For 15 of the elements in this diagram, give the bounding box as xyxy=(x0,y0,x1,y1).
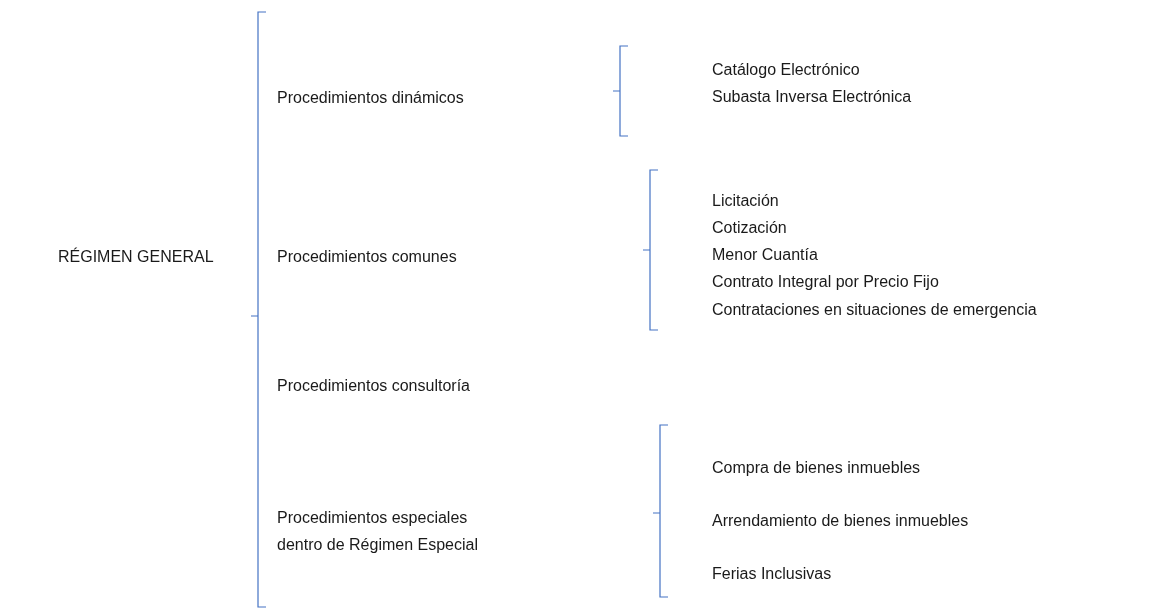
list-item: Procedimientos dinámicos xyxy=(277,88,464,108)
list-item: Compra de bienes inmuebles xyxy=(712,458,921,478)
list-item: Ferias Inclusivas xyxy=(712,564,832,584)
root-heading: RÉGIMEN GENERAL xyxy=(58,246,214,267)
list-item: Procedimientos especiales dentro de Régimen Especial xyxy=(277,508,479,555)
list-item: Subasta Inversa Electrónica xyxy=(712,87,912,107)
list-item: Contrataciones en situaciones de emergencia xyxy=(712,300,1037,320)
list-item: Procedimientos comunes xyxy=(277,247,457,267)
list-item: Arrendamiento de bienes inmuebles xyxy=(712,511,969,531)
list-item: Licitación xyxy=(712,191,779,211)
list-item: Menor Cuantía xyxy=(712,245,818,265)
list-item: Catálogo Electrónico xyxy=(712,60,860,80)
list-item: Cotización xyxy=(712,218,787,238)
list-item: Procedimientos consultoría xyxy=(277,376,470,396)
list-item: Contrato Integral por Precio Fijo xyxy=(712,272,939,292)
